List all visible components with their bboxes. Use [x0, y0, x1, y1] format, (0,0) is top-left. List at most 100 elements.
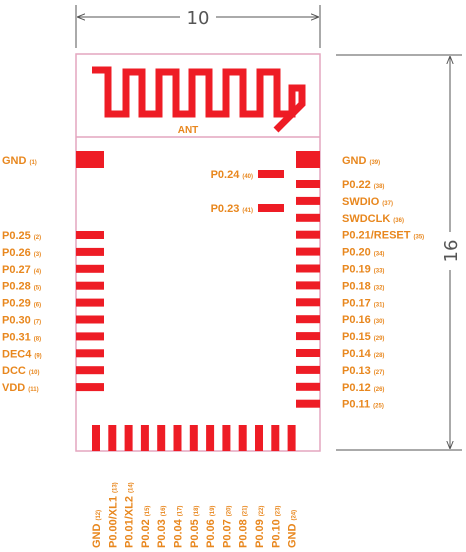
- pad-right-27: [296, 365, 320, 374]
- left-pin-label-5-name: P0.28: [2, 281, 31, 293]
- right-pin-label-39-name: GND: [342, 155, 367, 167]
- bottom-pin-label-16-name: P0.03: [156, 519, 168, 548]
- right-pin-label-25-name: P0.11: [342, 399, 370, 411]
- right-pin-label-25: P0.11(25): [342, 399, 384, 411]
- bottom-pin-label-19-number: (19): [210, 506, 216, 517]
- bottom-pin-label-18-number: (18): [194, 506, 200, 517]
- height-dimension: 16: [336, 54, 462, 451]
- pad-left-4: [76, 264, 104, 273]
- right-pin-label-32-number: (32): [374, 285, 385, 291]
- right-pin-label-33: P0.19(33): [342, 264, 384, 276]
- antenna-trace: [92, 66, 306, 133]
- bottom-pin-label-22-number: (22): [259, 506, 265, 517]
- right-pin-label-39-number: (39): [369, 160, 380, 166]
- bottom-pin-label-22-name: P0.09: [254, 519, 266, 548]
- bottom-pin-label-13-name: P0.00/XL1: [107, 496, 119, 548]
- bottom-pin-label-24: GND(24): [287, 510, 299, 548]
- left-pin-label-9-name: DEC4: [2, 348, 32, 360]
- inner-pin-label-41: P0.23(41): [211, 203, 253, 215]
- right-pin-label-36: SWDCLK(36): [342, 213, 404, 225]
- bottom-pin-label-22: P0.09 (22): [254, 506, 266, 548]
- pad-bottom-18: [189, 425, 198, 451]
- bottom-pin-label-20: P0.07(20): [221, 506, 233, 548]
- left-pin-label-10: DCC(10): [2, 365, 40, 377]
- pad-left-11: [76, 383, 104, 392]
- pad-right-29: [296, 332, 320, 341]
- left-pin-label-11-name: VDD: [2, 382, 25, 394]
- pad-right-38: [296, 180, 320, 188]
- left-pin-label-2-number: (2): [34, 235, 41, 241]
- right-pin-label-26-name: P0.12: [342, 382, 371, 394]
- bottom-pin-label-16-number: (16): [161, 506, 167, 517]
- left-pin-label-2-name: P0.25: [2, 230, 31, 242]
- right-pin-label-30: P0.16(30): [342, 314, 384, 326]
- inner-pin-label-40-name: P0.24: [211, 169, 241, 181]
- right-pin-label-30-name: P0.16: [342, 314, 371, 326]
- bottom-pin-label-12: GND (12): [91, 510, 103, 548]
- bottom-pin-label-23-name: P0.10: [270, 519, 282, 548]
- bottom-pin-label-14-name: P0.01/XL2: [124, 496, 136, 548]
- right-pin-label-38-number: (38): [374, 184, 385, 190]
- bottom-pin-label-17-number: (17): [178, 506, 184, 517]
- antenna-label: ANT: [178, 125, 199, 136]
- height-value: 16: [441, 240, 462, 263]
- labels-group: GND(1)P0.25(2)P0.26(3)P0.27(4)P0.28(5)P0…: [2, 155, 424, 548]
- right-pin-label-29-number: (29): [374, 336, 385, 342]
- right-pin-label-38: P0.22(38): [342, 179, 384, 191]
- width-dimension: 10: [75, 5, 321, 48]
- bottom-pin-label-15: P0.02(15): [140, 506, 152, 548]
- left-pin-label-1: GND(1): [2, 155, 37, 167]
- right-pin-label-37-number: (37): [382, 201, 393, 207]
- left-pin-label-7-name: P0.30: [2, 315, 31, 327]
- pad-right-32: [296, 281, 320, 290]
- pad-left-2: [76, 231, 104, 239]
- left-pin-label-7: P0.30(7): [2, 315, 41, 327]
- bottom-pin-label-12-number: (12): [96, 510, 102, 521]
- pad-bottom-23: [271, 425, 280, 451]
- bottom-pin-label-24-number: (24): [292, 510, 298, 521]
- bottom-pin-label-19: P0.06 (19): [205, 506, 217, 548]
- pad-right-30: [296, 315, 320, 324]
- right-pin-label-38-name: P0.22: [342, 179, 371, 191]
- pad-bottom-16: [157, 425, 166, 451]
- right-pin-label-36-name: SWDCLK: [342, 213, 390, 225]
- pad-bottom-13: [108, 425, 117, 451]
- pad-inner-40: [258, 170, 284, 178]
- right-pin-label-31: P0.17(31): [342, 297, 384, 309]
- right-pin-label-28-number: (28): [374, 353, 385, 359]
- pad-right-26: [296, 382, 320, 391]
- right-pin-label-29: P0.15(29): [342, 331, 384, 343]
- pad-inner-41: [258, 204, 284, 212]
- pad-bottom-20: [222, 425, 231, 451]
- left-pin-label-7-number: (7): [34, 320, 41, 326]
- right-pin-label-29-name: P0.15: [342, 331, 371, 343]
- right-pin-label-32-name: P0.18: [342, 280, 371, 292]
- right-pin-label-27: P0.13(27): [342, 365, 384, 377]
- left-pin-label-8: P0.31(8): [2, 331, 41, 343]
- right-pin-label-35: P0.21/RESET(35): [342, 230, 424, 242]
- bottom-pin-label-19-name: P0.06: [205, 519, 217, 548]
- right-pin-label-35-number: (35): [413, 235, 424, 241]
- left-pin-label-9-number: (9): [34, 353, 41, 359]
- pad-bottom-19: [206, 425, 215, 451]
- right-pin-label-34-number: (34): [374, 252, 385, 258]
- pad-bottom-24: [287, 425, 296, 451]
- pad-left-5: [76, 281, 104, 290]
- left-pin-label-9: DEC4(9): [2, 348, 42, 360]
- right-pin-label-36-number: (36): [393, 218, 404, 224]
- pad-right-35: [296, 230, 320, 239]
- pad-right-28: [296, 349, 320, 357]
- right-pin-label-28: P0.14(28): [342, 348, 384, 360]
- left-pin-label-3: P0.26(3): [2, 247, 41, 259]
- bottom-pin-label-12-name: GND: [91, 524, 103, 549]
- pad-right-33: [296, 264, 320, 273]
- left-pin-label-6-name: P0.29: [2, 298, 31, 310]
- right-pin-label-31-name: P0.17: [342, 297, 371, 309]
- pad-bottom-22: [255, 425, 263, 451]
- right-pin-label-25-number: (25): [373, 404, 384, 410]
- left-pin-label-8-number: (8): [34, 336, 41, 342]
- bottom-pin-label-20-number: (20): [226, 506, 232, 517]
- bottom-pin-label-13-number: (13): [112, 482, 118, 493]
- pad-left-10: [76, 366, 104, 375]
